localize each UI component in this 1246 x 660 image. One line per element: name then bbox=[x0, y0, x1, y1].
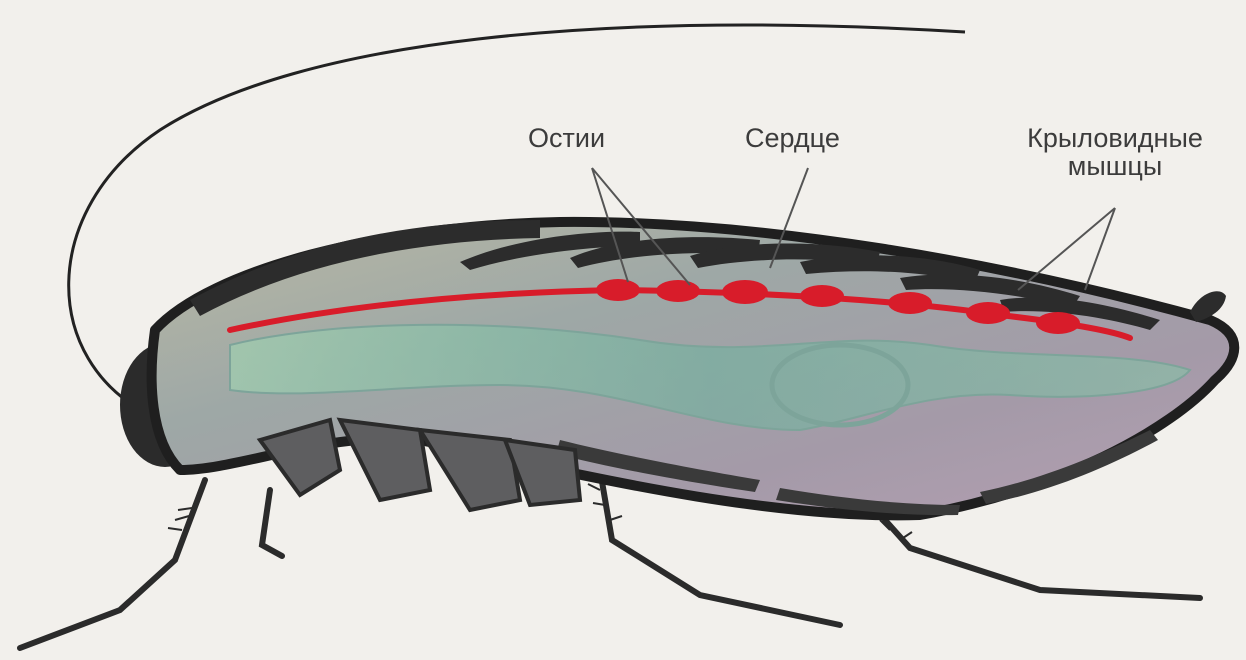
label-alary-muscles: Крыловидные мышцы bbox=[990, 124, 1240, 180]
label-heart: Сердце bbox=[745, 124, 840, 152]
legs bbox=[20, 470, 1200, 648]
label-ostia: Остии bbox=[528, 124, 605, 152]
label-alary-muscles-line2: мышцы bbox=[990, 152, 1240, 180]
alary-muscles-pointer bbox=[1018, 208, 1115, 290]
label-alary-muscles-line1: Крыловидные bbox=[990, 124, 1240, 152]
